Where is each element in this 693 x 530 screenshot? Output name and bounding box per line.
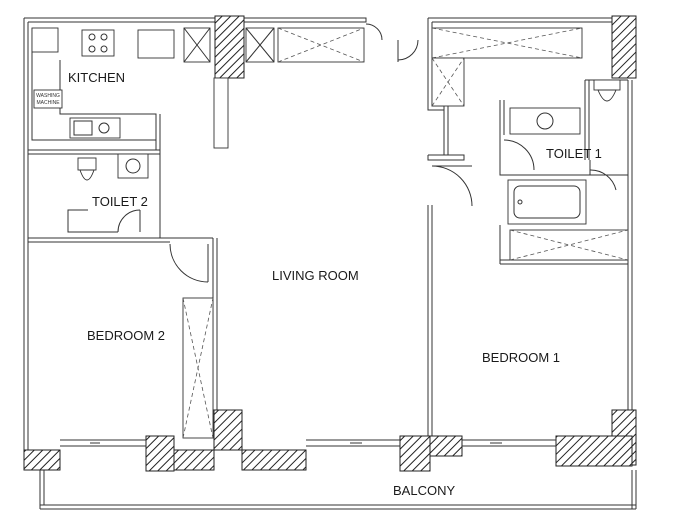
room-label-kitchen: KITCHEN — [68, 70, 125, 85]
room-label-living-room: LIVING ROOM — [272, 268, 359, 283]
bathtub-icon — [507, 179, 587, 225]
wardrobes — [182, 27, 629, 439]
washing-machine-label-1: WASHING — [36, 93, 60, 99]
doors — [169, 23, 473, 283]
room-label-toilet-1: TOILET 1 — [546, 146, 602, 161]
kitchen-fixtures: WASHING MACHINE — [31, 27, 275, 149]
room-label-toilet-2: TOILET 2 — [92, 194, 148, 209]
facade-windows — [60, 439, 556, 447]
kitchen-sink-icon — [69, 117, 121, 139]
structural-columns — [23, 15, 637, 472]
room-label-balcony: BALCONY — [393, 483, 455, 498]
toilet-icon — [77, 157, 97, 171]
washing-machine-label-2: MACHINE — [36, 100, 60, 106]
toilet-2-fixtures — [77, 153, 149, 233]
basin-icon — [509, 107, 581, 135]
room-label-bedroom-1: BEDROOM 1 — [482, 350, 560, 365]
basin-icon — [117, 153, 149, 179]
room-label-bedroom-2: BEDROOM 2 — [87, 328, 165, 343]
toilet-icon — [593, 79, 621, 91]
washing-machine-icon — [33, 89, 63, 109]
hob-icon — [81, 29, 115, 57]
balcony-outline — [39, 470, 637, 510]
toilet-1-fixtures — [503, 79, 628, 225]
